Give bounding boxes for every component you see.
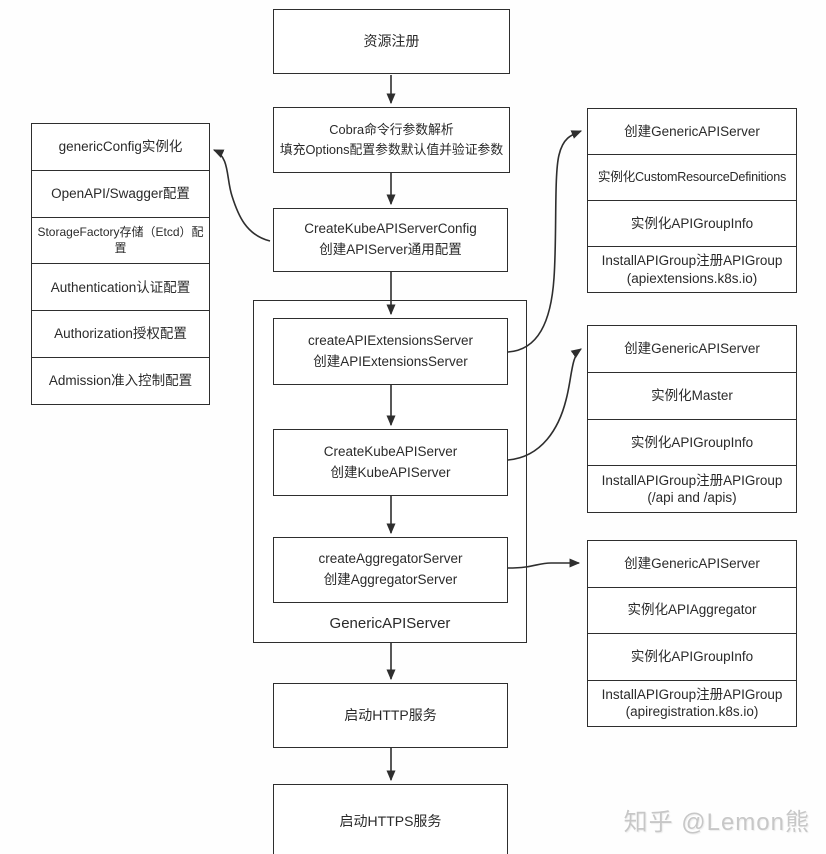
config-row-authorization: Authorization授权配置 bbox=[32, 310, 209, 357]
generic-config-stack: genericConfig实例化 OpenAPI/Swagger配置 Stora… bbox=[31, 123, 210, 405]
node-label: CreateKubeAPIServer 创建KubeAPIServer bbox=[323, 443, 458, 480]
node-create-kube-apiserver-config: CreateKubeAPIServerConfig 创建APIServer通用配… bbox=[273, 208, 508, 272]
node-create-kube-apiserver: CreateKubeAPIServer 创建KubeAPIServer bbox=[273, 429, 508, 496]
api-extensions-stack: 创建GenericAPIServer 实例化CustomResourceDefi… bbox=[587, 108, 797, 293]
node-label: Cobra命令行参数解析 填充Options配置参数默认值并验证参数 bbox=[279, 122, 504, 157]
config-row-authentication: Authentication认证配置 bbox=[32, 263, 209, 310]
stack-row-create-generic-apiserver: 创建GenericAPIServer bbox=[624, 555, 760, 571]
stack-row-install-apigroup: InstallAPIGroup注册APIGroup (/api and /api… bbox=[588, 465, 796, 512]
node-label: createAPIExtensionsServer 创建APIExtension… bbox=[307, 332, 474, 369]
stack-row-install-apigroup: InstallAPIGroup注册APIGroup (apiextensions… bbox=[588, 246, 796, 292]
kube-master-stack: 创建GenericAPIServer 实例化Master 实例化APIGroup… bbox=[587, 325, 797, 513]
node-label: 启动HTTPS服务 bbox=[339, 812, 442, 829]
node-label: CreateKubeAPIServerConfig 创建APIServer通用配… bbox=[304, 221, 477, 257]
zhihu-watermark: 知乎 @Lemon熊 bbox=[623, 809, 810, 836]
node-create-api-extensions-server: createAPIExtensionsServer 创建APIExtension… bbox=[273, 318, 508, 385]
node-label: 启动HTTP服务 bbox=[344, 706, 437, 723]
arrow-config-to-generic-config-stack bbox=[212, 149, 271, 242]
stack-row-apigroupinfo: 实例化APIGroupInfo bbox=[588, 633, 796, 680]
node-label: 资源注册 bbox=[363, 32, 420, 49]
aggregator-stack: 创建GenericAPIServer 实例化APIAggregator 实例化A… bbox=[587, 540, 797, 727]
stack-row-apigroupinfo: 实例化APIGroupInfo bbox=[588, 418, 796, 466]
stack-row-master: 实例化Master bbox=[588, 371, 796, 419]
node-create-aggregator-server: createAggregatorServer 创建AggregatorServe… bbox=[273, 537, 508, 603]
config-row-admission: Admission准入控制配置 bbox=[32, 357, 209, 404]
config-row-storage-factory: StorageFactory存储（Etcd）配置 bbox=[32, 216, 209, 264]
stack-row-create-generic-apiserver: 创建GenericAPIServer bbox=[624, 341, 760, 357]
stack-row-custom-resource-definitions: 实例化CustomResourceDefinitions bbox=[588, 154, 796, 200]
node-resource-registration: 资源注册 bbox=[273, 9, 510, 74]
config-row-openapi-swagger: OpenAPI/Swagger配置 bbox=[32, 169, 209, 217]
stack-row-apigroupinfo: 实例化APIGroupInfo bbox=[588, 200, 796, 246]
stack-row-apiaggregator: 实例化APIAggregator bbox=[588, 586, 796, 634]
config-row-generic-config: genericConfig实例化 bbox=[58, 139, 183, 155]
node-start-https: 启动HTTPS服务 bbox=[273, 784, 508, 854]
node-start-http: 启动HTTP服务 bbox=[273, 683, 508, 748]
stack-row-install-apigroup: InstallAPIGroup注册APIGroup (apiregistrati… bbox=[588, 679, 796, 727]
stack-row-create-generic-apiserver: 创建GenericAPIServer bbox=[624, 123, 760, 139]
generic-apiserver-container-label: GenericAPIServer bbox=[329, 615, 451, 632]
node-cobra-parse-options: Cobra命令行参数解析 填充Options配置参数默认值并验证参数 bbox=[273, 107, 510, 173]
node-label: createAggregatorServer 创建AggregatorServe… bbox=[318, 551, 463, 587]
